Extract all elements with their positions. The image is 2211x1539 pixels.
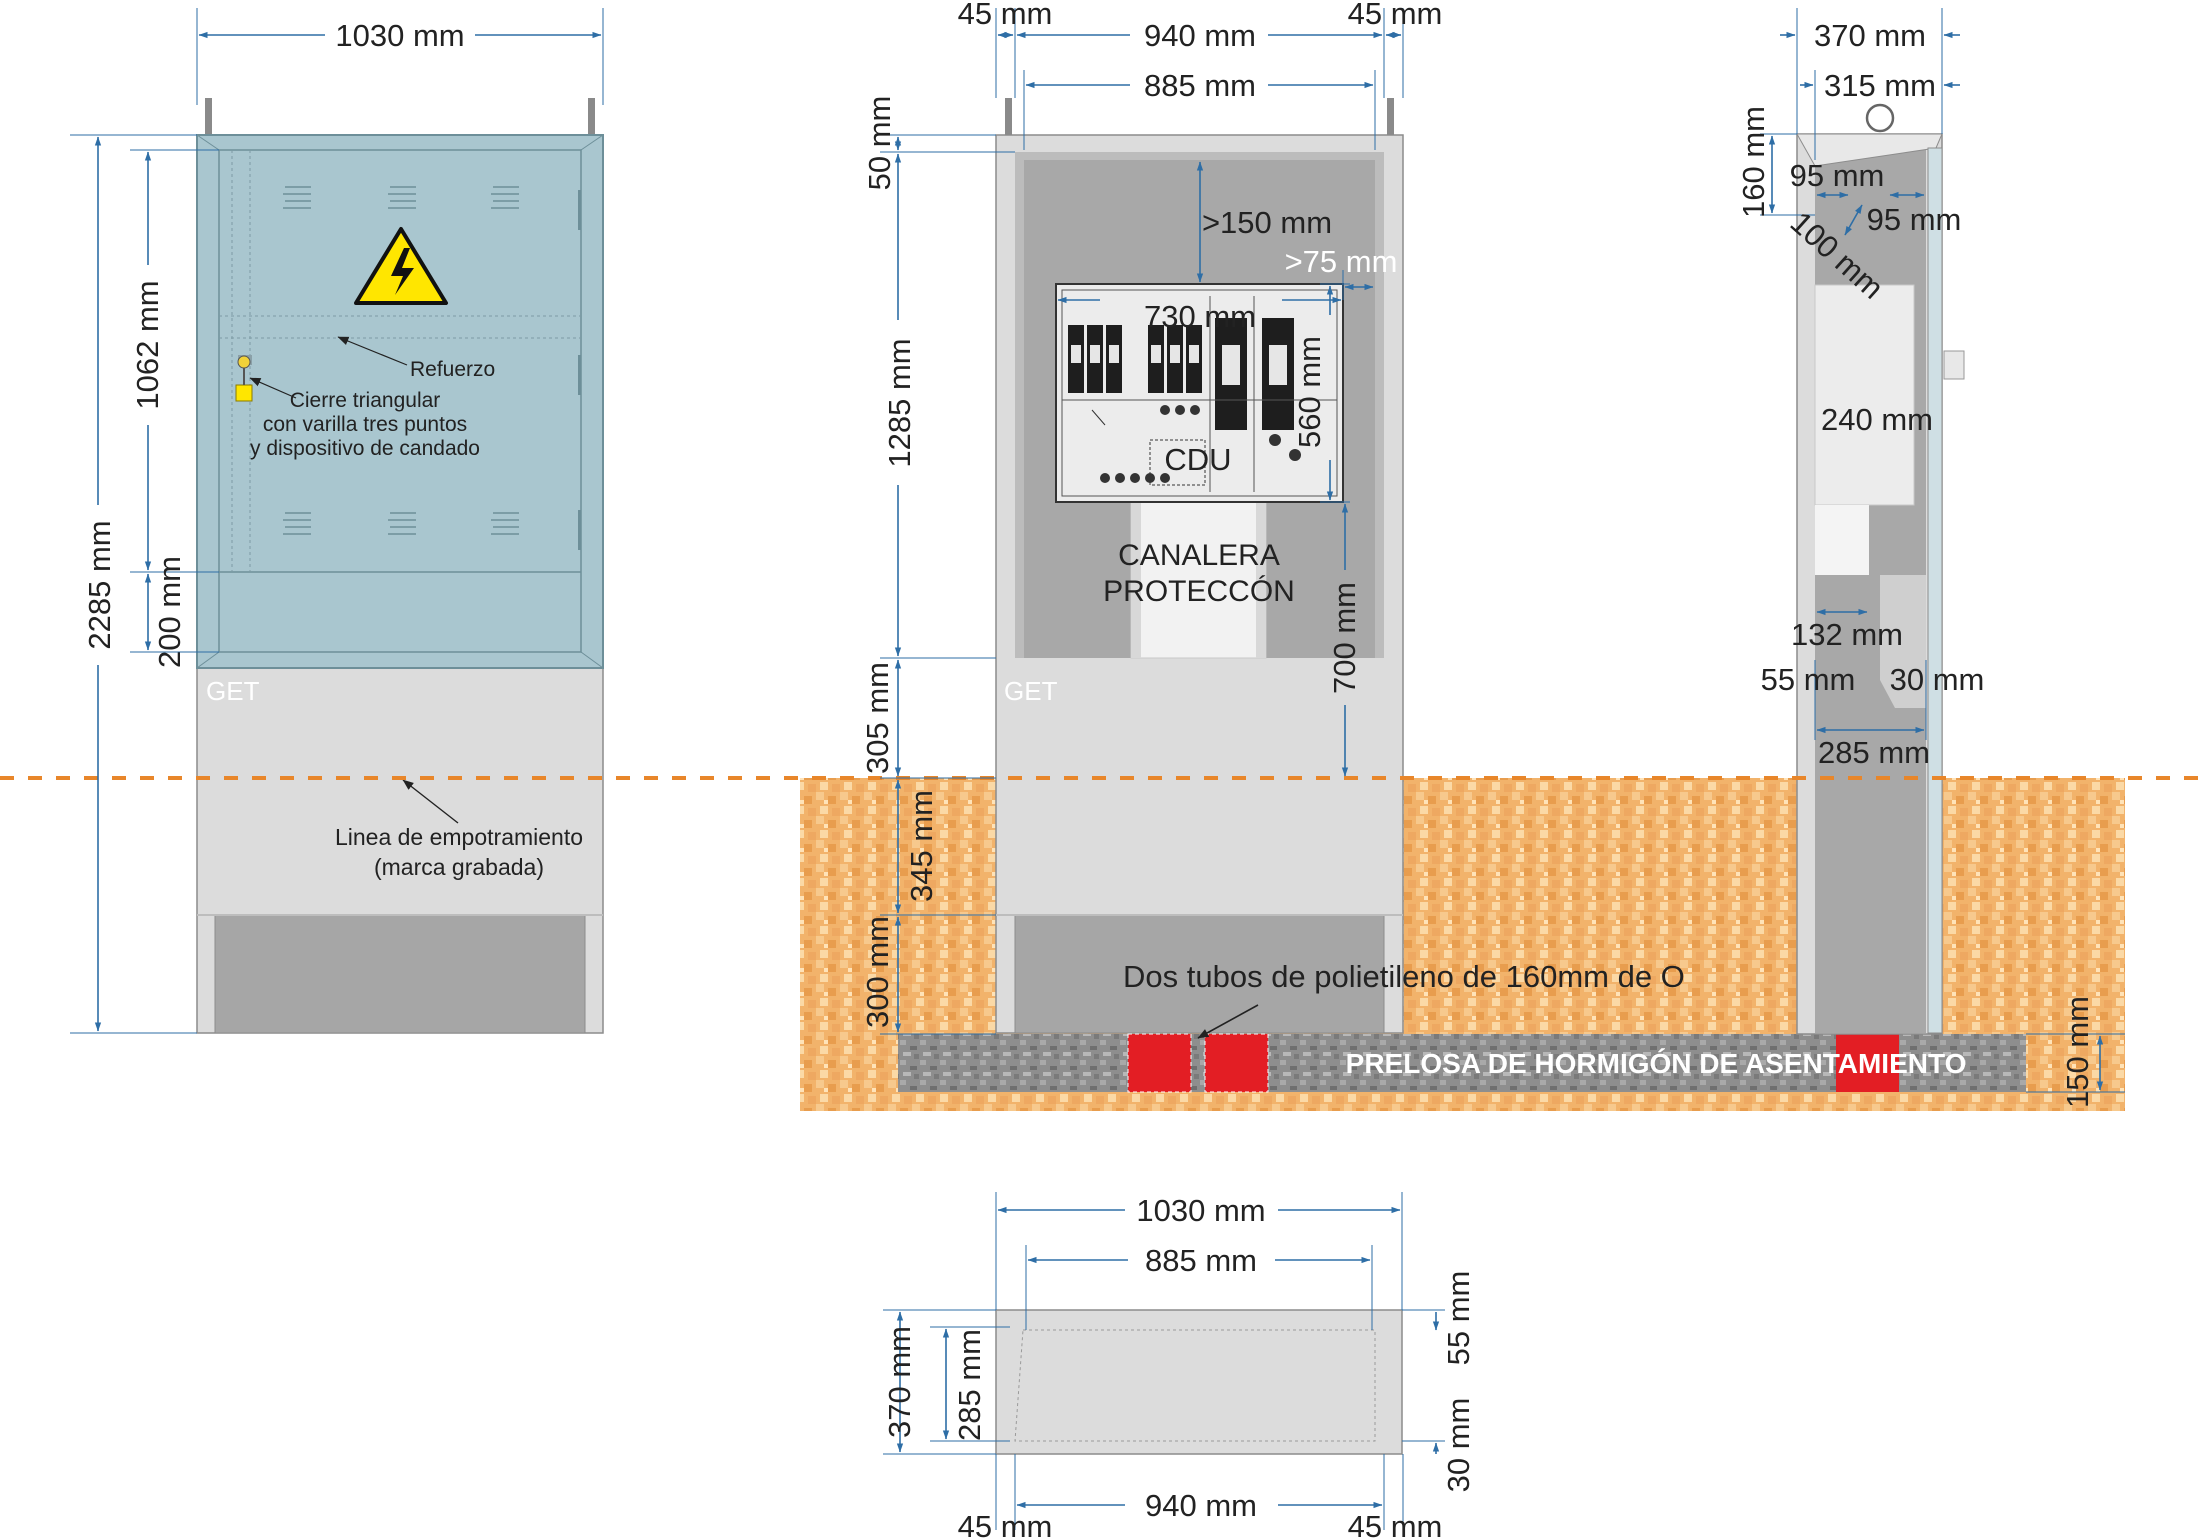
section-inner-width-dim: 940 mm xyxy=(1144,18,1256,53)
cable-duct xyxy=(1130,499,1267,659)
plan-front-wall-dim: 55 mm xyxy=(1441,1271,1476,1366)
dimension-lines xyxy=(70,8,2125,1530)
triangular-lock-icon[interactable] xyxy=(235,355,253,402)
plan-outer-width-dim: 1030 mm xyxy=(1136,1193,1265,1228)
section-inner-height-dim: 1285 mm xyxy=(882,338,917,467)
polyethylene-tubes xyxy=(1127,1033,1899,1093)
tubes-label: Dos tubos de polietileno de 160mm de O xyxy=(1123,959,1685,994)
side-base-depth-dim: 285 mm xyxy=(1818,735,1930,770)
clearance-top-dim: >150 mm xyxy=(1202,205,1332,240)
section-brand-label: GET xyxy=(1004,676,1058,706)
refuerzo-label: Refuerzo xyxy=(410,358,495,381)
slab-height-dim: 150 mm xyxy=(2060,996,2095,1108)
cdu-label: CDU xyxy=(1164,442,1231,477)
vent-louvers xyxy=(283,186,519,535)
side-back-wall-dim: 30 mm xyxy=(1890,662,1985,697)
section-top-height-dim: 50 mm xyxy=(862,96,897,191)
plan-opening-width-dim: 885 mm xyxy=(1145,1243,1257,1278)
plan-side-right-dim: 45 mm xyxy=(1348,1509,1443,1539)
front-brand-label: GET xyxy=(206,676,260,706)
side-roof-b-dim: 95 mm xyxy=(1867,202,1962,237)
section-plinth-height-dim: 305 mm xyxy=(860,662,895,774)
side-depth-total-dim: 370 mm xyxy=(1814,18,1926,53)
front-view: GET Refuerzo Cierre triangular con varil… xyxy=(196,98,604,1034)
plan-view xyxy=(995,1309,1403,1455)
section-side-right-dim: 45 mm xyxy=(1348,0,1443,31)
clearance-side-dim: >75 mm xyxy=(1285,244,1398,279)
cdu-panel[interactable]: CDU xyxy=(1055,283,1344,503)
linea-label-2: (marca grabada) xyxy=(374,854,544,880)
cierre-label-1: Cierre triangular xyxy=(290,389,441,412)
side-roof-height-dim: 160 mm xyxy=(1736,106,1771,218)
high-voltage-warning-icon xyxy=(354,227,448,305)
plan-inner-width-dim: 940 mm xyxy=(1145,1488,1257,1523)
plan-depth-inner-dim: 285 mm xyxy=(952,1329,987,1441)
panel-height-dim: 560 mm xyxy=(1292,336,1327,448)
section-side-left-dim: 45 mm xyxy=(958,0,1053,31)
section-opening-width-dim: 885 mm xyxy=(1144,68,1256,103)
front-width-dim: 1030 mm xyxy=(335,18,464,53)
side-duct-height-dim: 240 mm xyxy=(1821,402,1933,437)
duct-label-1: CANALERA xyxy=(1118,539,1280,572)
side-view xyxy=(1796,103,1965,1035)
linea-label-1: Linea de empotramiento xyxy=(335,824,583,850)
panel-width-dim: 730 mm xyxy=(1144,299,1256,334)
plan-side-left-dim: 45 mm xyxy=(958,1509,1053,1539)
lifting-ring-icon xyxy=(1865,103,1895,133)
plan-depth-total-dim: 370 mm xyxy=(882,1326,917,1438)
cierre-label-3: y dispositivo de candado xyxy=(250,437,480,460)
front-door[interactable] xyxy=(196,134,604,669)
plan-back-wall-dim: 30 mm xyxy=(1441,1398,1476,1493)
side-front-wall-dim: 55 mm xyxy=(1761,662,1856,697)
duct-label-2: PROTECCÓN xyxy=(1103,575,1295,608)
side-depth-inner-dim: 315 mm xyxy=(1824,68,1936,103)
cierre-label-2: con varilla tres puntos xyxy=(263,413,467,436)
front-lower-height-dim: 200 mm xyxy=(152,556,187,668)
section-base-height-dim: 300 mm xyxy=(860,916,895,1028)
section-embed-height-dim: 345 mm xyxy=(904,790,939,902)
front-height-dim: 2285 mm xyxy=(82,520,117,649)
side-roof-a-dim: 95 mm xyxy=(1790,158,1885,193)
side-duct-width-dim: 132 mm xyxy=(1791,617,1903,652)
dimension-labels: 1030 mm 2285 mm 1062 mm 200 mm 45 mm 940… xyxy=(82,0,2095,1539)
slab-label: PRELOSA DE HORMIGÓN DE ASENTAMIENTO xyxy=(1346,1048,1967,1079)
front-door-height-dim: 1062 mm xyxy=(130,280,165,409)
section-view: CDU CANALERA PROTECCÓN GET Dos tubos de … xyxy=(995,98,1967,1093)
duct-height-dim: 700 mm xyxy=(1327,582,1362,694)
